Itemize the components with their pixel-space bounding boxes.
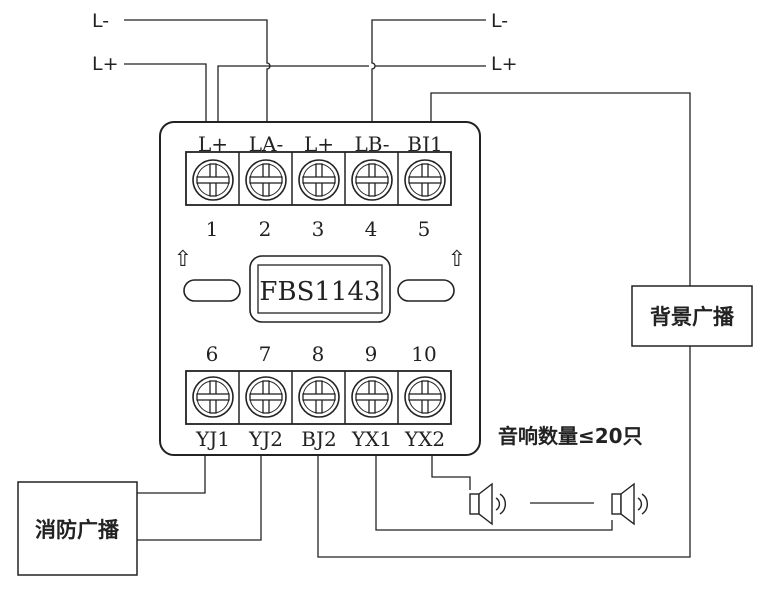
terminal-label-6: YJ1	[195, 427, 230, 451]
screw-terminal-icon[interactable]	[298, 159, 340, 201]
screw-terminal-icon[interactable]	[298, 376, 340, 418]
label-left-l-minus: L-	[92, 10, 109, 32]
screw-terminal-icon[interactable]	[245, 159, 287, 201]
speaker-icon	[611, 482, 648, 526]
terminal-number-9: 9	[365, 342, 378, 366]
wire-yx1-speakers	[375, 455, 613, 531]
terminal-label-9: YX1	[351, 427, 392, 451]
screw-terminal-icon[interactable]	[351, 376, 393, 418]
terminal-label-8: BJ2	[301, 427, 336, 451]
bottom-terminal-block	[185, 370, 452, 425]
terminal-number-1: 1	[206, 217, 219, 241]
terminal-label-7: YJ2	[248, 427, 283, 451]
label-right-l-minus: L-	[491, 10, 508, 32]
up-arrow-icon: ⇧	[174, 247, 192, 272]
screw-terminal-icon[interactable]	[192, 159, 234, 201]
terminal-number-6: 6	[206, 342, 219, 366]
terminal-number-7: 7	[259, 342, 272, 366]
screw-terminal-icon[interactable]	[192, 376, 234, 418]
model-plate-inner	[257, 264, 383, 314]
terminal-number-4: 4	[365, 217, 378, 241]
terminal-number-8: 8	[312, 342, 325, 366]
label-left-l-plus: L+	[92, 53, 119, 75]
speaker-icon	[469, 482, 506, 526]
terminal-label-10: YX2	[404, 427, 445, 451]
top-terminal-numbers: 1 2 3 4 5	[206, 217, 431, 241]
wire-yj2-fire	[137, 455, 262, 541]
terminal-number-10: 10	[411, 342, 436, 366]
fire-broadcast-label: 消防广播	[35, 518, 120, 542]
terminal-number-5: 5	[418, 217, 431, 241]
terminal-number-3: 3	[312, 217, 325, 241]
top-terminal-block	[185, 151, 452, 206]
wire-left-l-minus	[124, 19, 271, 150]
screw-terminal-icon[interactable]	[351, 159, 393, 201]
wire-yj1-fire	[137, 455, 206, 494]
speaker-count-note: 音响数量≤20只	[498, 424, 643, 448]
wire-bj2-background-return	[317, 346, 691, 558]
label-right-l-plus: L+	[491, 53, 518, 75]
bottom-terminal-labels: YJ1 YJ2 BJ2 YX1 YX2	[195, 427, 445, 451]
screw-terminal-icon[interactable]	[404, 376, 446, 418]
mounting-slot-left	[183, 279, 241, 302]
wire-yx2-speakers	[431, 455, 471, 490]
model-name: FBS1143	[259, 277, 380, 307]
background-broadcast-box	[631, 285, 753, 347]
screw-terminal-icon[interactable]	[404, 159, 446, 201]
screw-terminal-icon[interactable]	[245, 376, 287, 418]
up-arrow-icon: ⇧	[448, 247, 466, 272]
fire-broadcast-box	[17, 481, 138, 576]
mounting-slot-right	[397, 279, 455, 302]
background-broadcast-label: 背景广播	[650, 305, 735, 329]
terminal-number-2: 2	[259, 217, 272, 241]
wire-right-l-minus	[371, 19, 486, 150]
bottom-terminal-numbers: 6 7 8 9 10	[206, 342, 437, 366]
